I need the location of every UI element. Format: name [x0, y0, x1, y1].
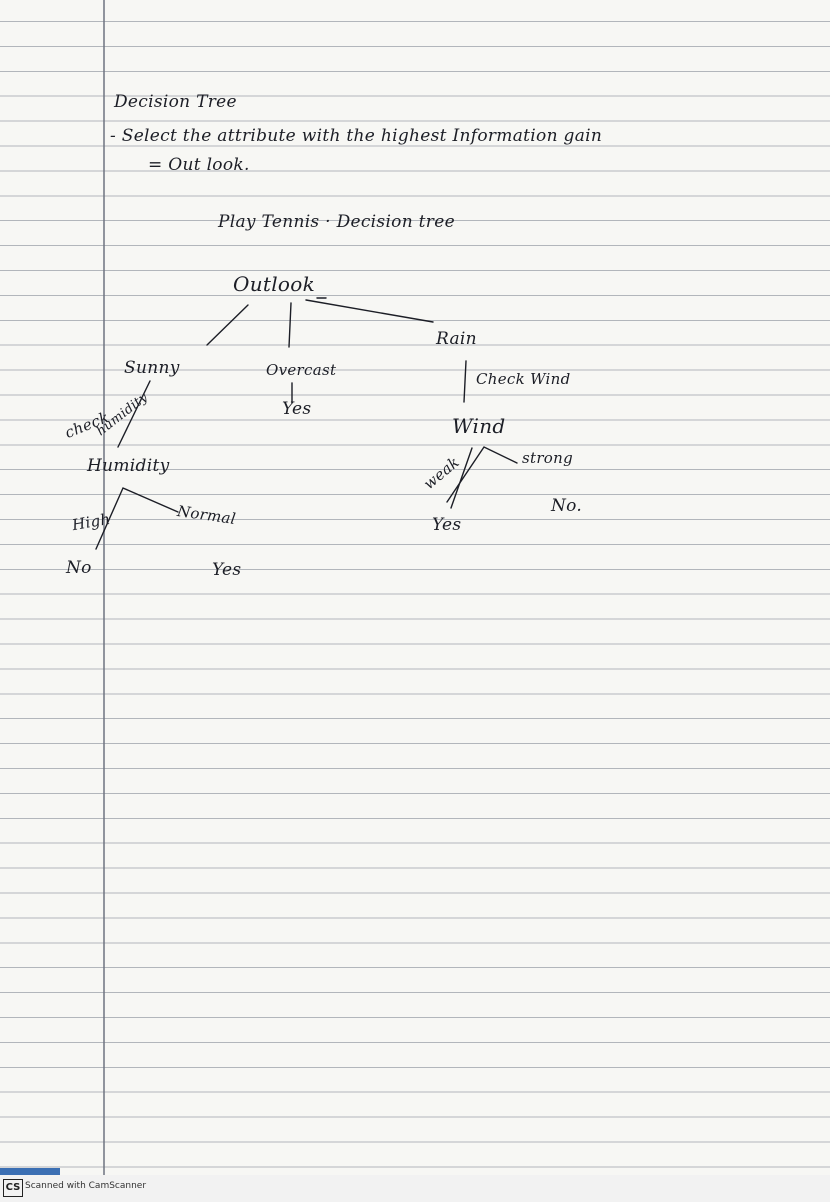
- leaf-overcast-yes: Yes: [282, 399, 312, 419]
- branch-rain-wind: [463, 360, 467, 403]
- node-outlook: Outlook: [233, 272, 316, 296]
- node-rain: Rain: [436, 329, 477, 349]
- node-humidity: Humidity: [87, 456, 170, 476]
- margin-rule: [103, 0, 105, 1175]
- branch-outlook-rain: [305, 299, 434, 323]
- scanner-footer: CS Scanned with CamScanner: [0, 1175, 830, 1202]
- check-wind-note: Check Wind: [476, 370, 571, 388]
- node-wind: Wind: [452, 414, 506, 438]
- leaf-strong-no: No.: [551, 496, 583, 516]
- leaf-weak-yes: Yes: [432, 515, 462, 535]
- branch-outlook-sunny: [206, 304, 249, 346]
- node-overcast: Overcast: [266, 361, 337, 379]
- scan-edge: [0, 1168, 60, 1175]
- camscanner-logo-icon: CS: [3, 1179, 23, 1197]
- scanner-label: Scanned with CamScanner: [25, 1181, 147, 1191]
- leaf-high-no: No: [66, 558, 92, 578]
- branch-weak-yes: [450, 447, 473, 509]
- heading: Decision Tree: [114, 92, 237, 112]
- edge-strong: strong: [522, 449, 573, 467]
- branch-outlook-overcast: [288, 302, 292, 348]
- node-sunny: Sunny: [124, 358, 180, 378]
- note-line-1: - Select the attribute with the highest …: [110, 126, 603, 146]
- branch-wind-split: [446, 446, 518, 503]
- note-line-2: = Out look.: [148, 155, 250, 175]
- branch-sunny-humidity: [117, 380, 151, 448]
- branch-humidity-split: [95, 487, 179, 550]
- leaf-normal-yes: Yes: [212, 560, 242, 580]
- tree-title: Play Tennis · Decision tree: [218, 212, 455, 232]
